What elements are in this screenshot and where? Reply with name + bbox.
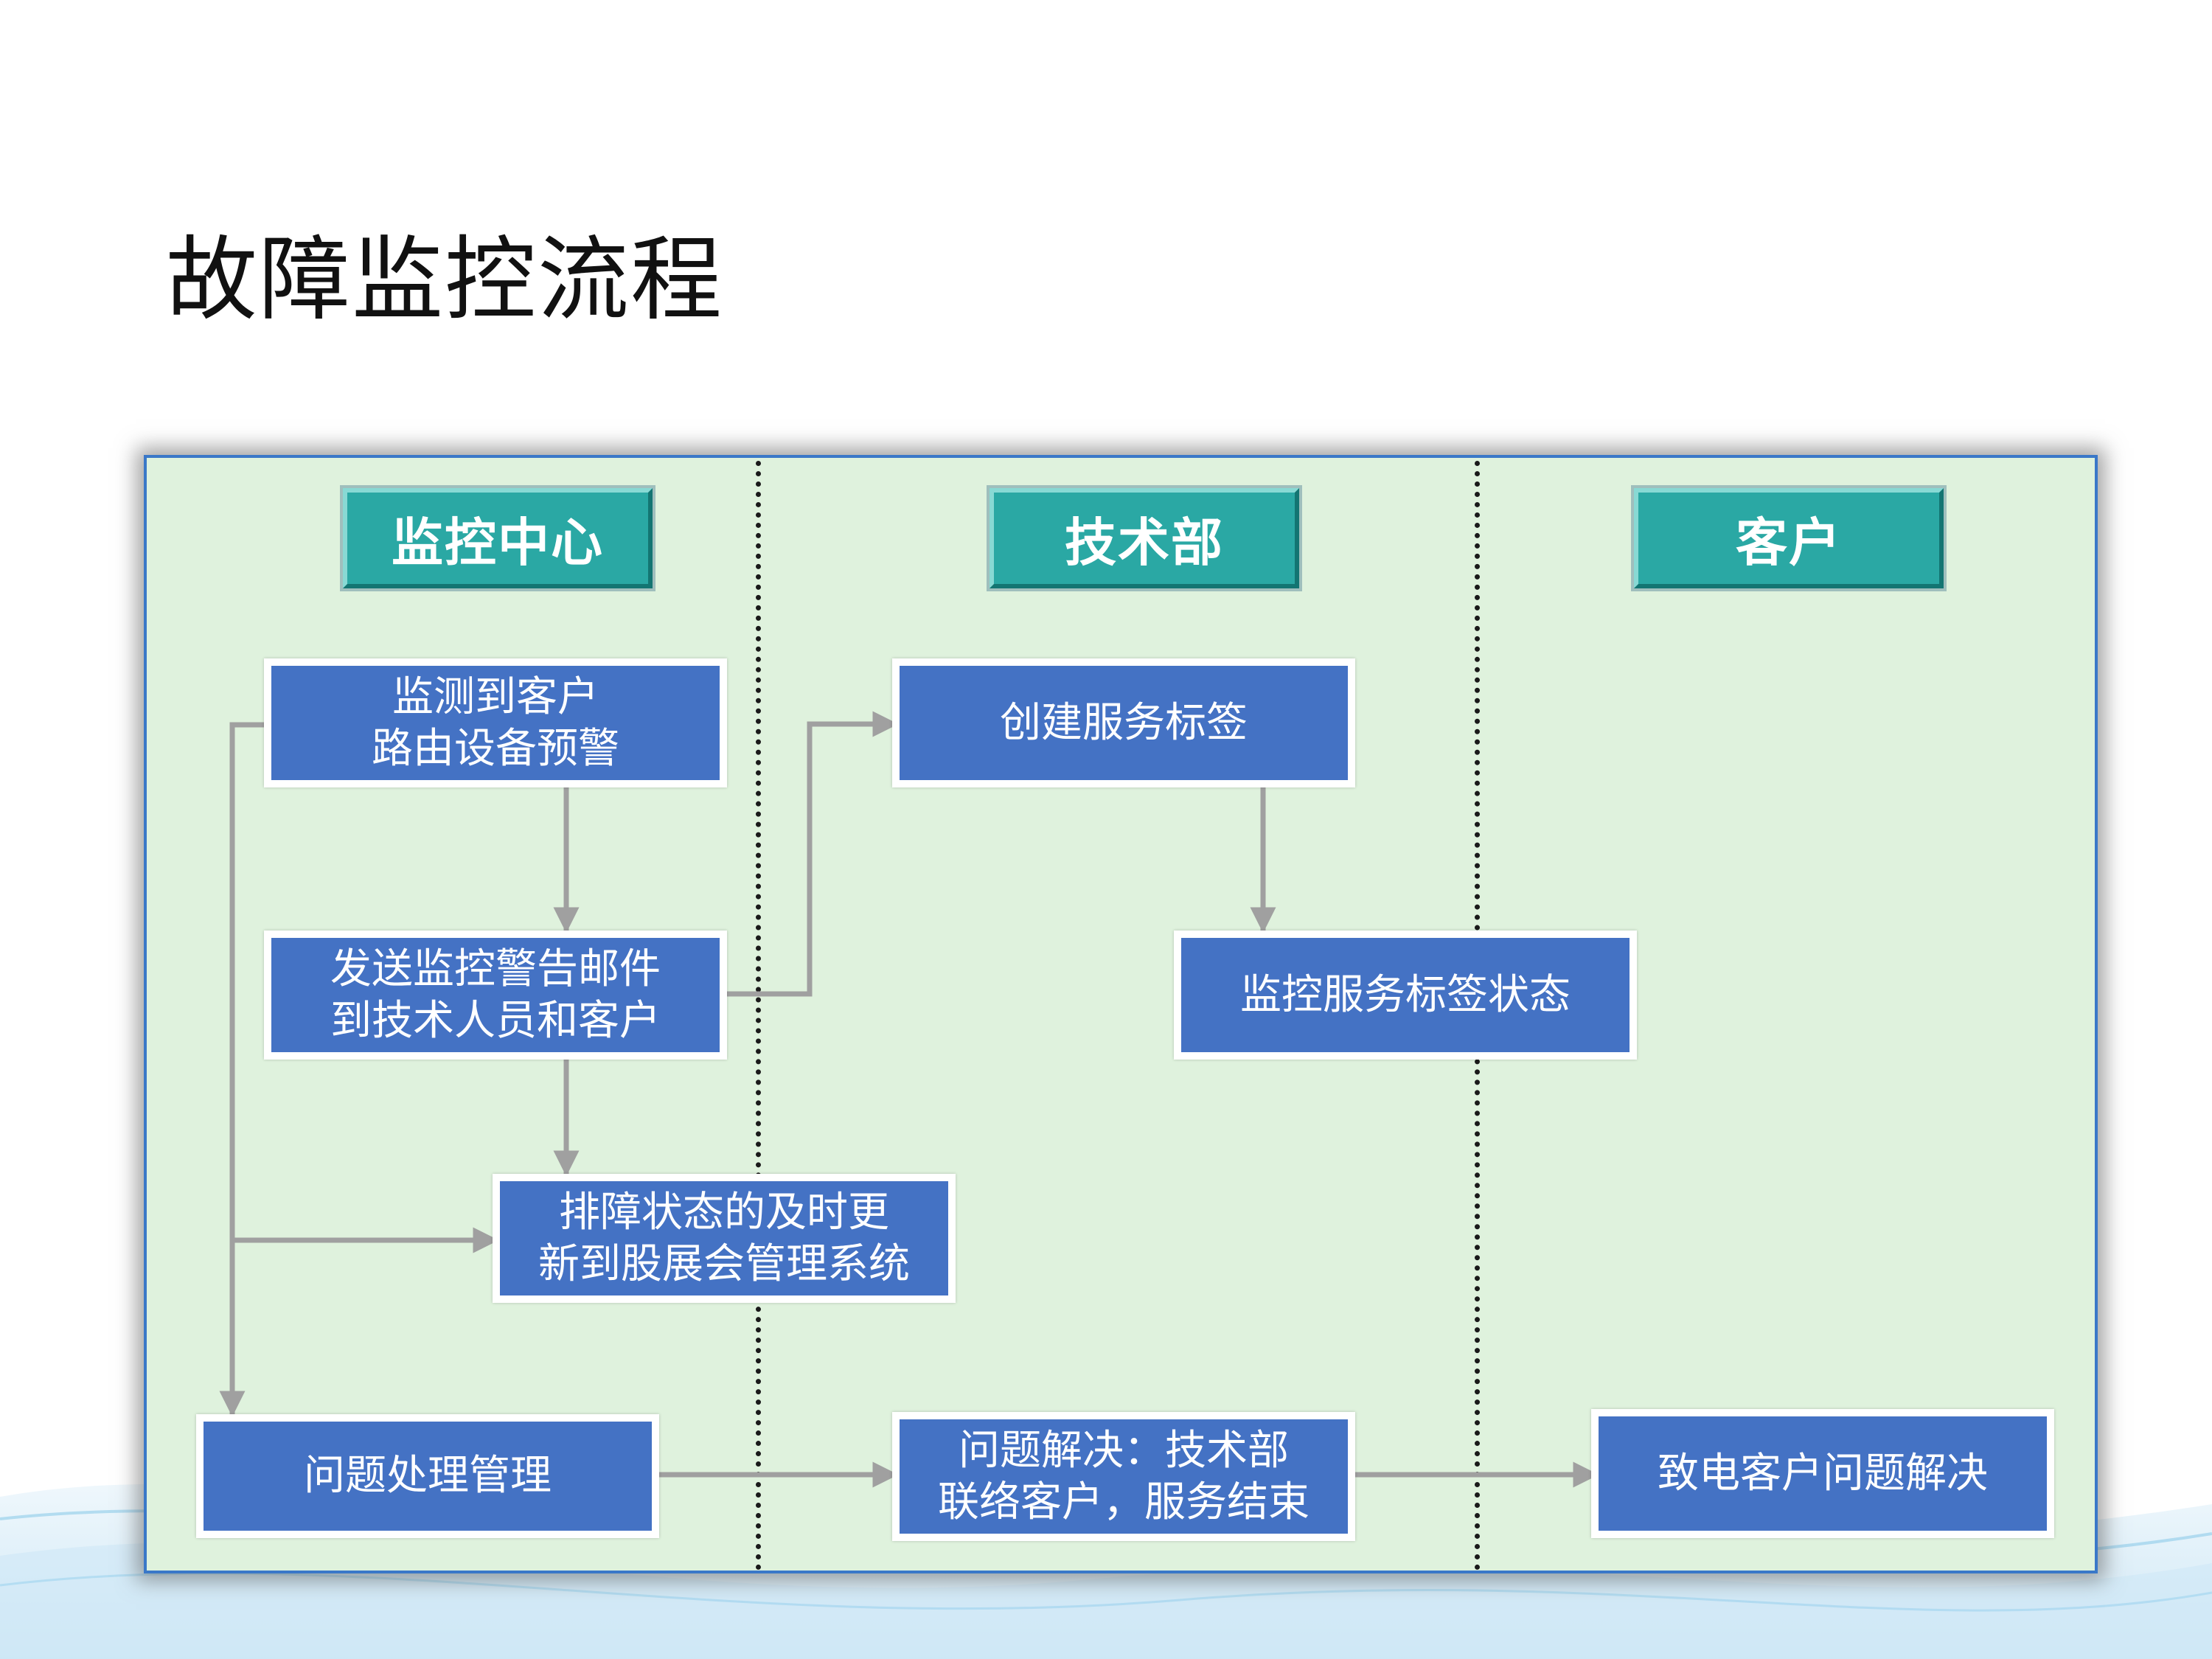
step-update-status: 排障状态的及时更 新到股展会管理系统 <box>493 1174 956 1303</box>
page-title: 故障监控流程 <box>166 227 724 333</box>
lane-divider-1 <box>756 461 761 1571</box>
step-resolve: 问题解决：技术部 联络客户，服务结束 <box>892 1412 1355 1541</box>
lane-header-monitor: 监控中心 <box>340 485 655 591</box>
lane-header-tech: 技术部 <box>987 485 1302 591</box>
step-call-customer: 致电客户问题解决 <box>1591 1409 2054 1538</box>
step-send-mail: 发送监控警告邮件 到技术人员和客户 <box>264 931 727 1060</box>
lane-header-customer: 客户 <box>1631 485 1947 591</box>
step-issue-management: 问题处理管理 <box>196 1414 659 1538</box>
step-detect: 监测到客户 路由设备预警 <box>264 658 727 787</box>
step-create-tag: 创建服务标签 <box>892 658 1355 787</box>
step-monitor-tag: 监控服务标签状态 <box>1174 931 1637 1060</box>
